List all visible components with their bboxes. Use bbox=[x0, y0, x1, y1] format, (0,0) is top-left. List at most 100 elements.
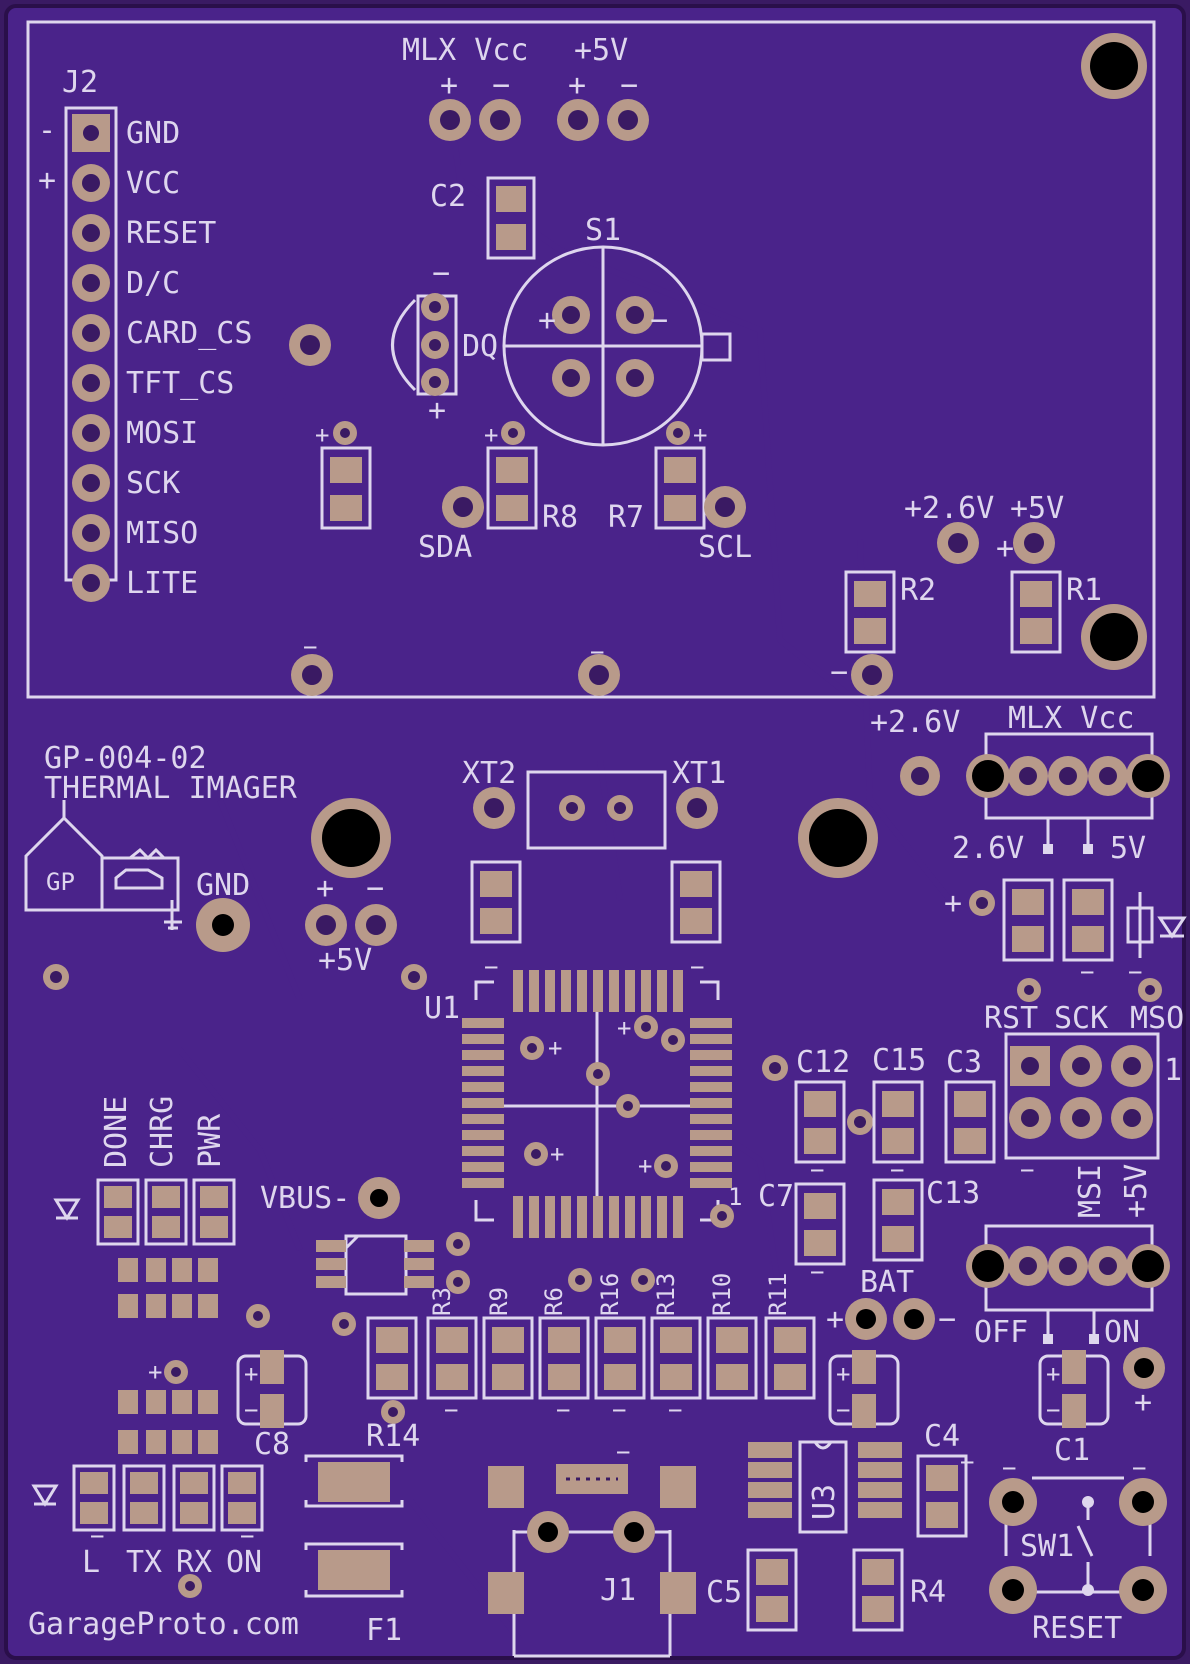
led-pad bbox=[228, 1472, 256, 1494]
resistor-bank: R3 R9 R6 R16 R13 R10 R11 − − − − bbox=[366, 1268, 816, 1424]
j2-pin: CARD_CS bbox=[72, 314, 252, 352]
scl-label: SCL bbox=[698, 530, 752, 565]
isp-5v-label: +5V bbox=[1119, 1164, 1154, 1218]
sensor-resistors: + + R8 + R7 SDA SCL bbox=[315, 421, 752, 565]
isp-rst-label: RST bbox=[984, 1001, 1038, 1036]
svg-text:+: + bbox=[484, 421, 498, 449]
usb-serial-area: + R14 bbox=[118, 1358, 420, 1454]
j2-pin-label: CARD_CS bbox=[126, 316, 252, 351]
led-rx-label: RX bbox=[176, 1545, 212, 1580]
svg-text:−: − bbox=[830, 655, 848, 690]
u3-label: U3 bbox=[807, 1484, 842, 1520]
svg-text:−: − bbox=[444, 1396, 458, 1424]
j2-pin-label: MOSI bbox=[126, 416, 198, 451]
top-power-jumpers: MLX Vcc +5V + − + − bbox=[402, 33, 649, 141]
svg-text:+: + bbox=[538, 303, 556, 338]
j2-plus-label: + bbox=[38, 163, 56, 198]
u1-pad bbox=[690, 1018, 732, 1028]
sw1-label: SW1 bbox=[1020, 1529, 1074, 1564]
resistor-outline bbox=[594, 1316, 646, 1400]
j2-pin-label: RESET bbox=[126, 216, 216, 251]
logo-text: GP bbox=[46, 868, 75, 896]
resistor-pad bbox=[492, 1327, 524, 1353]
c3-label: C3 bbox=[946, 1045, 982, 1080]
resistor-outline bbox=[706, 1316, 758, 1400]
charger-ic bbox=[316, 1232, 470, 1296]
p2-6v-label: +2.6V bbox=[904, 491, 994, 526]
p2-6v-jumper-label: +2.6V bbox=[870, 705, 960, 740]
isp-pin1-label: 1 bbox=[1164, 1053, 1182, 1088]
s1-label: S1 bbox=[585, 213, 621, 248]
p5v-pair-label: +5V bbox=[318, 943, 372, 978]
battery-connector: BAT + − bbox=[826, 1265, 956, 1340]
part-number: GP-004-02 bbox=[44, 741, 207, 776]
j1-label: J1 bbox=[600, 1573, 636, 1608]
u1-pad bbox=[690, 1114, 732, 1124]
j2-pin: VCC bbox=[72, 164, 180, 202]
u1-pad bbox=[462, 1146, 504, 1156]
gnd-label: GND bbox=[196, 868, 250, 903]
u1-pad bbox=[462, 1114, 504, 1124]
r10-label: R10 bbox=[708, 1273, 736, 1316]
r13-label: R13 bbox=[652, 1273, 680, 1316]
j2-pin-label: VCC bbox=[126, 166, 180, 201]
u1-pad bbox=[462, 1050, 504, 1060]
u1-pad bbox=[690, 1178, 732, 1188]
u1-pad bbox=[577, 1196, 587, 1238]
isp-mso-label: MSO bbox=[1130, 1001, 1184, 1036]
isp-msi-label: MSI bbox=[1073, 1164, 1108, 1218]
website-label: GarageProto.com bbox=[28, 1607, 299, 1642]
u1-pad bbox=[690, 1082, 732, 1092]
u1-pad bbox=[690, 1050, 732, 1060]
c5-label: C5 bbox=[706, 1575, 742, 1610]
led-l-label: L bbox=[82, 1545, 100, 1580]
xt1-label: XT1 bbox=[672, 756, 726, 791]
j2-pin: LITE bbox=[72, 564, 198, 602]
r8-label: R8 bbox=[542, 500, 578, 535]
c4-label: C4 bbox=[924, 1419, 960, 1454]
j2-pin-list: GNDVCCRESETD/CCARD_CSTFT_CSMOSISCKMISOLI… bbox=[72, 116, 252, 602]
u1-pad bbox=[593, 1196, 603, 1238]
reset-label: RESET bbox=[1032, 1611, 1122, 1646]
r16-label: R16 bbox=[596, 1273, 624, 1316]
isp-header: RST SCK MSO 1 − MSI +5V bbox=[984, 1001, 1184, 1218]
j2-pin-label: D/C bbox=[126, 266, 180, 301]
resistor-pad bbox=[716, 1327, 748, 1353]
u1-pad bbox=[690, 1146, 732, 1156]
svg-text:+: + bbox=[244, 1360, 258, 1388]
resistor-outline bbox=[650, 1316, 702, 1400]
svg-text:−: − bbox=[240, 1522, 254, 1550]
sda-label: SDA bbox=[418, 530, 472, 565]
p5v-label-right: +5V bbox=[1010, 491, 1064, 526]
svg-text:−: − bbox=[90, 1522, 104, 1550]
mlx-vcc-jumper: +2.6V MLX Vcc 2.6V 5V bbox=[870, 701, 1170, 866]
c12-label: C12 bbox=[796, 1045, 850, 1080]
resistor-pad bbox=[604, 1327, 636, 1353]
fuse-f1: F1 bbox=[304, 1454, 404, 1648]
svg-text:−: − bbox=[890, 1156, 904, 1184]
u1-pad bbox=[690, 1066, 732, 1076]
f1-label: F1 bbox=[366, 1613, 402, 1648]
c8-label: C8 bbox=[254, 1427, 290, 1462]
j2-pin: D/C bbox=[72, 264, 180, 302]
reset-switch: − − SW1 RESET bbox=[989, 1454, 1167, 1646]
u1-pad bbox=[673, 1196, 683, 1238]
u1-pad bbox=[690, 1130, 732, 1140]
power-switch: OFF ON + bbox=[966, 1224, 1170, 1420]
svg-text:+: + bbox=[617, 1014, 631, 1042]
r1-label: R1 bbox=[1066, 573, 1102, 608]
svg-text:−: − bbox=[836, 1396, 850, 1424]
resistor-outline bbox=[764, 1316, 816, 1400]
r11-label: R11 bbox=[764, 1273, 792, 1316]
u1-pad bbox=[529, 1196, 539, 1238]
j2-pin-label: TFT_CS bbox=[126, 366, 234, 401]
svg-text:+: + bbox=[944, 886, 962, 921]
j2-pin-label: MISO bbox=[126, 516, 198, 551]
capacitor-c2: C2 bbox=[430, 176, 536, 260]
u1-pad bbox=[690, 1098, 732, 1108]
resistor-outline bbox=[482, 1316, 534, 1400]
svg-text:−: − bbox=[616, 1438, 630, 1466]
resistor-pad bbox=[660, 1364, 692, 1390]
r2-label: R2 bbox=[900, 573, 936, 608]
